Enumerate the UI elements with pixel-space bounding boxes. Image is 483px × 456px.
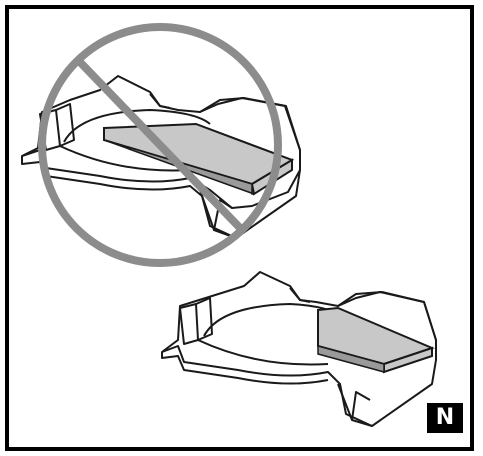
device-disc-edge: [59, 145, 191, 172]
label-badge: N: [435, 405, 455, 430]
correct-insertion-panel: [161, 271, 437, 427]
card-top-edge: [103, 128, 255, 195]
card-top-face: [103, 122, 295, 186]
device-top: [21, 75, 301, 239]
incorrect-insertion-panel: [21, 23, 301, 267]
device-slot-bottom: [289, 287, 311, 303]
device-right-housing: [199, 97, 301, 239]
badge-background: [427, 403, 463, 433]
prohibition-sign: [38, 23, 282, 267]
device-right-housing-bottom: [337, 291, 437, 427]
device-disc-edge-bottom: [197, 339, 329, 366]
card-bottom-edge: [317, 345, 385, 373]
device-disc-arc: [63, 109, 211, 143]
card-bottom: [317, 306, 435, 374]
prohibition-slash: [75, 57, 245, 233]
device-slot: [149, 93, 171, 109]
prohibition-circle: [38, 23, 282, 267]
